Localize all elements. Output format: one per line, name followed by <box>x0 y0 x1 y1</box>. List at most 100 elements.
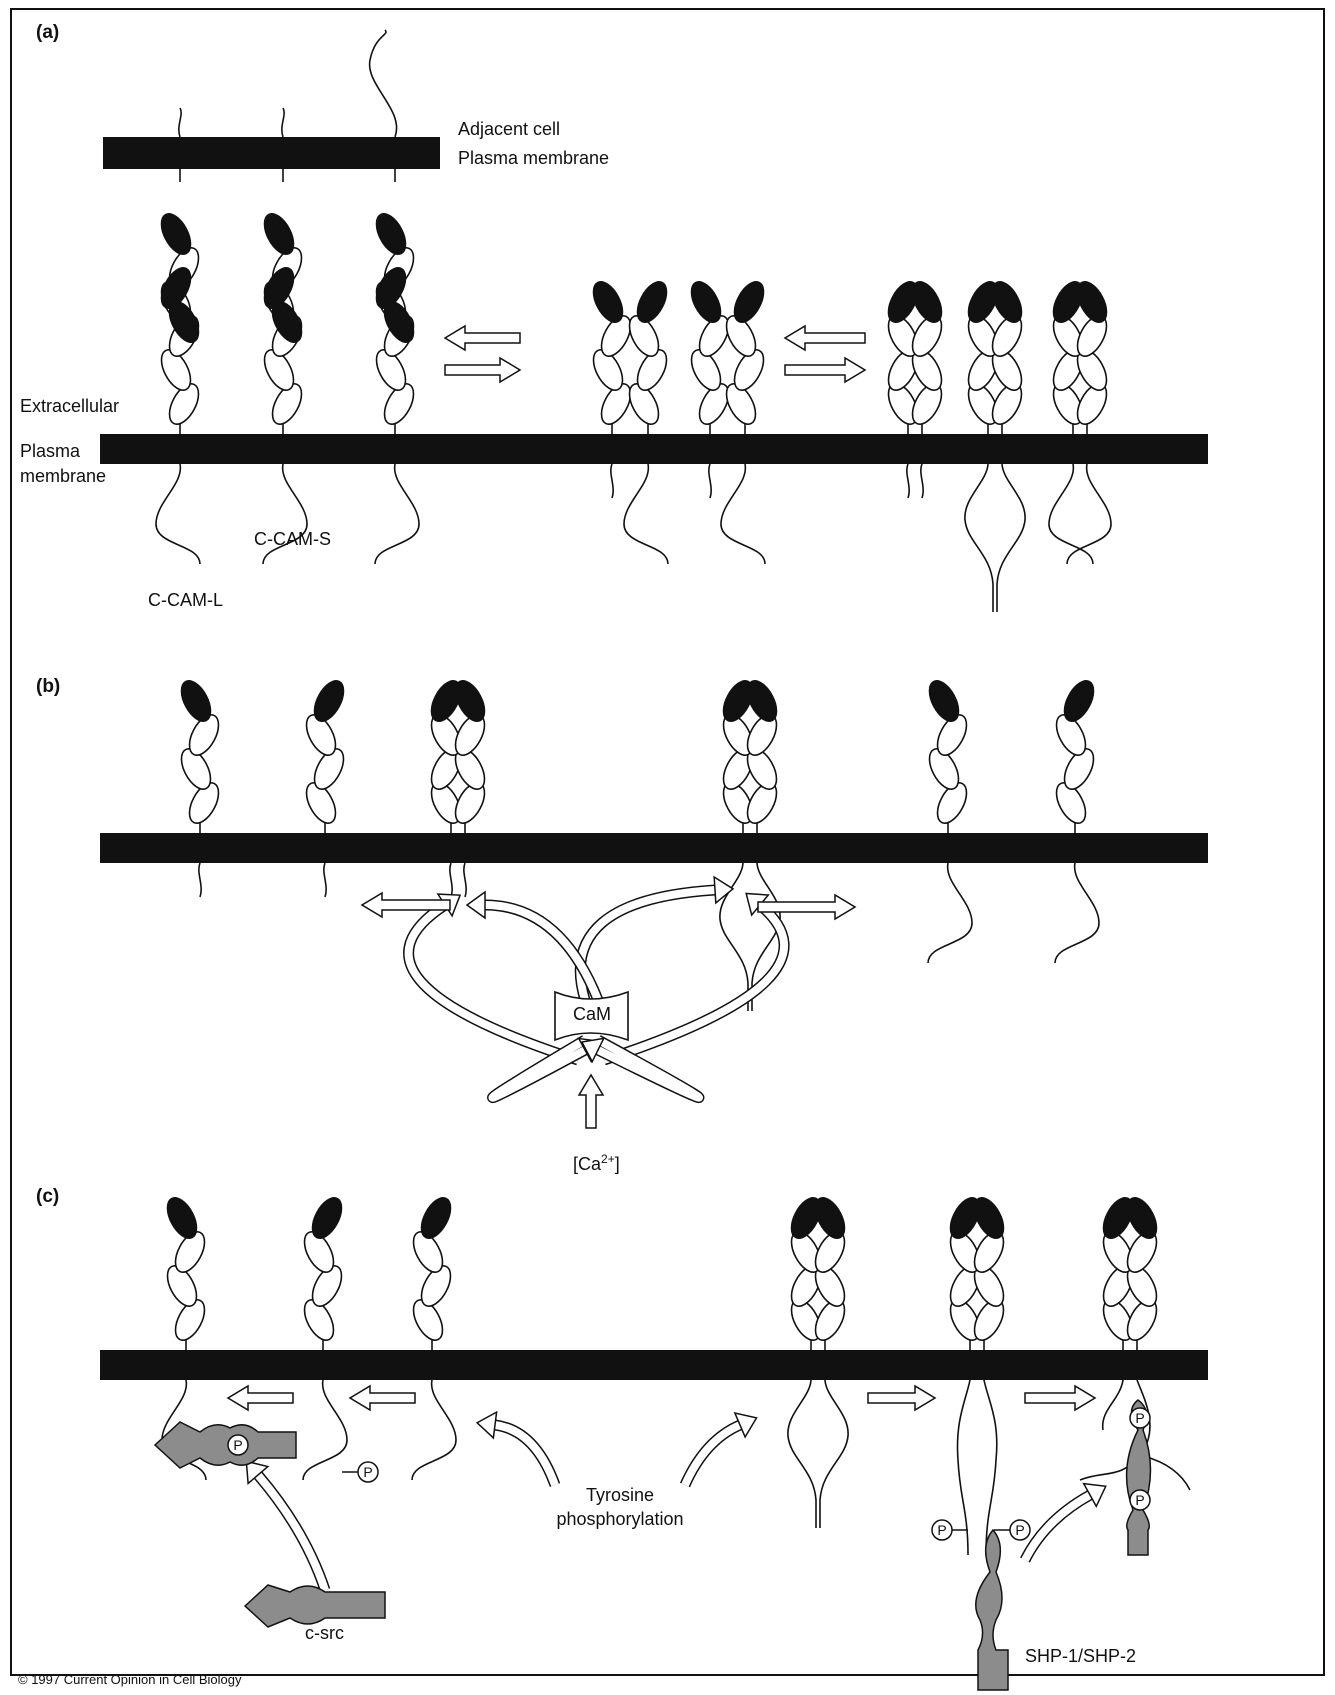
cytoplasmic-tail-long <box>303 1380 347 1480</box>
extracellular-label: Extracellular <box>20 395 119 417</box>
svg-text:P: P <box>1135 1492 1144 1508</box>
adjacent-cell-membrane <box>103 137 440 169</box>
cytoplasmic-tail-short <box>450 863 452 897</box>
c-cam-dimer <box>1048 277 1113 438</box>
c-cam-dimer <box>426 676 491 837</box>
cytoplasmic-tail-short <box>464 863 466 897</box>
plasma-membrane-a <box>100 434 1208 464</box>
panel-a-letter: (a) <box>36 22 59 44</box>
phosphate-marker: P <box>1130 1490 1150 1510</box>
extended-cytoplasmic-tails <box>957 1380 996 1555</box>
block-arrow <box>445 358 520 382</box>
c-cam-monomer <box>686 277 735 438</box>
c-cam-monomer <box>1051 676 1100 837</box>
c-cam-monomer <box>301 676 350 837</box>
c-cam-monomer <box>588 277 637 438</box>
c-cam-dimer <box>718 676 783 837</box>
dimerized-cytoplasmic-bulb <box>788 1380 848 1528</box>
membrane-label: membrane <box>20 465 106 487</box>
block-arrow <box>350 1386 415 1410</box>
dimerized-cytoplasmic-bulb <box>965 464 1025 612</box>
c-cam-monomer <box>721 277 770 438</box>
ccam-l-label: C-CAM-L <box>148 589 223 611</box>
block-arrow <box>445 326 520 350</box>
curved-arrow <box>246 1461 325 1590</box>
curved-arrow <box>685 1413 757 1485</box>
phosphate-marker: P <box>932 1520 968 1540</box>
block-arrow <box>228 1386 293 1410</box>
c-cam-monomer <box>924 676 973 837</box>
adjacent-cell-tail <box>282 108 284 137</box>
curved-arrow <box>604 893 784 1060</box>
cytoplasmic-tail-long <box>412 1380 456 1480</box>
block-arrow <box>579 1075 603 1128</box>
cytoplasmic-tail-short <box>921 464 923 498</box>
phosphate-marker: P <box>342 1462 378 1482</box>
plasma-membrane-b <box>100 833 1208 863</box>
cytoplasmic-tail-long <box>721 464 765 564</box>
c-src-label: c-src <box>305 1622 344 1644</box>
block-arrow <box>868 1386 935 1410</box>
c-cam-monomer <box>162 1193 211 1354</box>
curved-arrow <box>477 1412 555 1485</box>
adjacent-cell-tail-long <box>370 30 397 137</box>
cytoplasmic-tail-long <box>1067 464 1111 564</box>
c-cam-monomer <box>299 1193 348 1354</box>
phosphate-marker: P <box>1130 1408 1150 1428</box>
cytoplasmic-tail-long <box>375 464 419 564</box>
c-cam-monomer <box>624 277 673 438</box>
c-cam-dimer <box>786 1193 851 1354</box>
curved-arrow <box>1025 1484 1106 1560</box>
cytoplasmic-tail-long <box>1049 464 1093 564</box>
cytoplasmic-tail-long <box>928 863 972 963</box>
c-cam-dimer <box>883 277 948 438</box>
calmodulin-label: CaM <box>560 1003 624 1025</box>
adjacent-membrane-label: Plasma membrane <box>458 147 609 169</box>
c-cam-dimer <box>963 277 1028 438</box>
cytoplasmic-tail-long <box>1055 863 1099 963</box>
svg-text:P: P <box>363 1464 372 1480</box>
tyrosine-label: Tyrosine <box>560 1484 680 1506</box>
block-arrow <box>785 358 865 382</box>
ccam-s-label: C-CAM-S <box>254 528 331 550</box>
membranes <box>100 137 1208 1380</box>
calcium-label: [Ca2+] <box>573 1148 620 1175</box>
plasma-label: Plasma <box>20 440 80 462</box>
c-cam-dimer <box>945 1193 1010 1354</box>
c-src-free <box>245 1585 385 1627</box>
panel-c-letter: (c) <box>36 1186 59 1208</box>
panel-b-letter: (b) <box>36 676 60 698</box>
cytoplasmic-tail-short <box>611 464 613 498</box>
c-cam-monomer <box>408 1193 457 1354</box>
plasma-membrane-c <box>100 1350 1208 1380</box>
block-arrow <box>1025 1386 1095 1410</box>
shp-bound: PP <box>1127 1400 1151 1555</box>
adjacent-cell-label: Adjacent cell <box>458 118 560 140</box>
cytoplasmic-tail-long <box>156 464 200 564</box>
svg-text:P: P <box>1015 1522 1024 1538</box>
arrows <box>228 326 1106 1590</box>
cytoplasmic-tail-short <box>907 464 909 498</box>
block-arrow <box>785 326 865 350</box>
phosphorylation-label: phosphorylation <box>535 1508 705 1530</box>
svg-text:P: P <box>937 1522 946 1538</box>
svg-text:P: P <box>233 1437 242 1453</box>
copyright-credit: © 1997 Current Opinion in Cell Biology <box>18 1672 241 1687</box>
molecules <box>156 30 1190 1555</box>
cytoplasmic-tail-short <box>324 863 326 897</box>
curved-arrow <box>580 877 733 1000</box>
c-cam-monomer <box>176 676 225 837</box>
c-cam-dimer <box>1098 1193 1163 1354</box>
cytoplasmic-tail-short <box>709 464 711 498</box>
shp-free <box>976 1530 1008 1690</box>
cytoplasmic-tail-long <box>624 464 668 564</box>
phosphate-marker: P <box>228 1435 248 1455</box>
curved-arrow <box>409 894 578 1060</box>
phosphate-marker: P <box>994 1520 1030 1540</box>
shp-label: SHP-1/SHP-2 <box>1025 1645 1136 1667</box>
svg-text:P: P <box>1135 1410 1144 1426</box>
c-src-bound: P <box>155 1422 296 1468</box>
